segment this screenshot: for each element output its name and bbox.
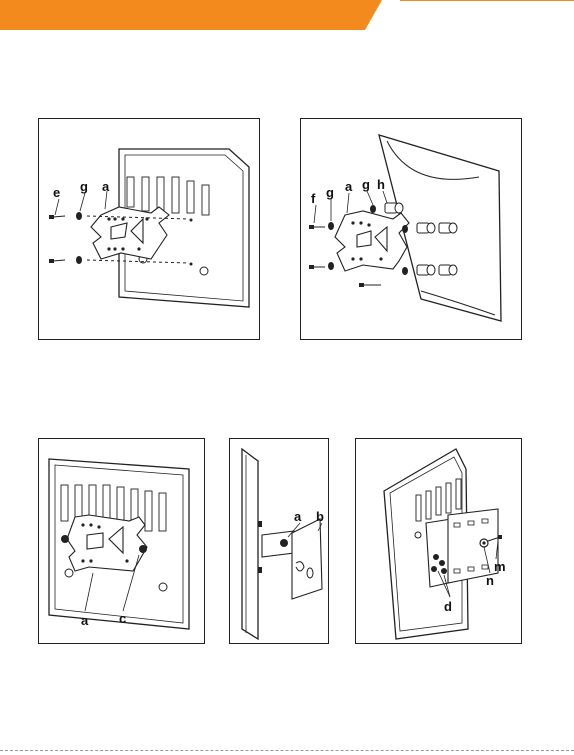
label-b: b (316, 509, 324, 524)
label-a: a (294, 509, 302, 524)
label-g: g (80, 179, 88, 194)
header-tab (0, 0, 574, 30)
label-d: d (444, 599, 452, 614)
label-m: m (494, 559, 506, 574)
figure-4-panel: a b (229, 438, 329, 644)
figure-1-panel: e g a (38, 118, 260, 340)
figure-2-drawing: f g a g h (301, 119, 522, 340)
figure-3-panel: a c (38, 438, 205, 644)
label-g-right: g (362, 177, 370, 192)
label-f: f (311, 191, 316, 206)
label-n: n (486, 573, 494, 588)
label-g-left: g (326, 185, 334, 200)
label-a: a (81, 613, 89, 628)
page-bottom-dashed-line (0, 750, 574, 751)
label-h: h (377, 177, 385, 192)
label-c: c (119, 611, 126, 626)
figure-1-drawing: e g a (39, 119, 260, 340)
figure-5-panel: m n d (355, 438, 522, 644)
figure-4-drawing: a b (230, 439, 329, 644)
figure-5-drawing: m n d (356, 439, 522, 644)
label-a: a (345, 179, 353, 194)
figure-3-drawing: a c (39, 439, 205, 644)
figure-2-panel: f g a g h (300, 118, 522, 340)
label-e: e (53, 185, 60, 200)
label-a: a (102, 179, 110, 194)
